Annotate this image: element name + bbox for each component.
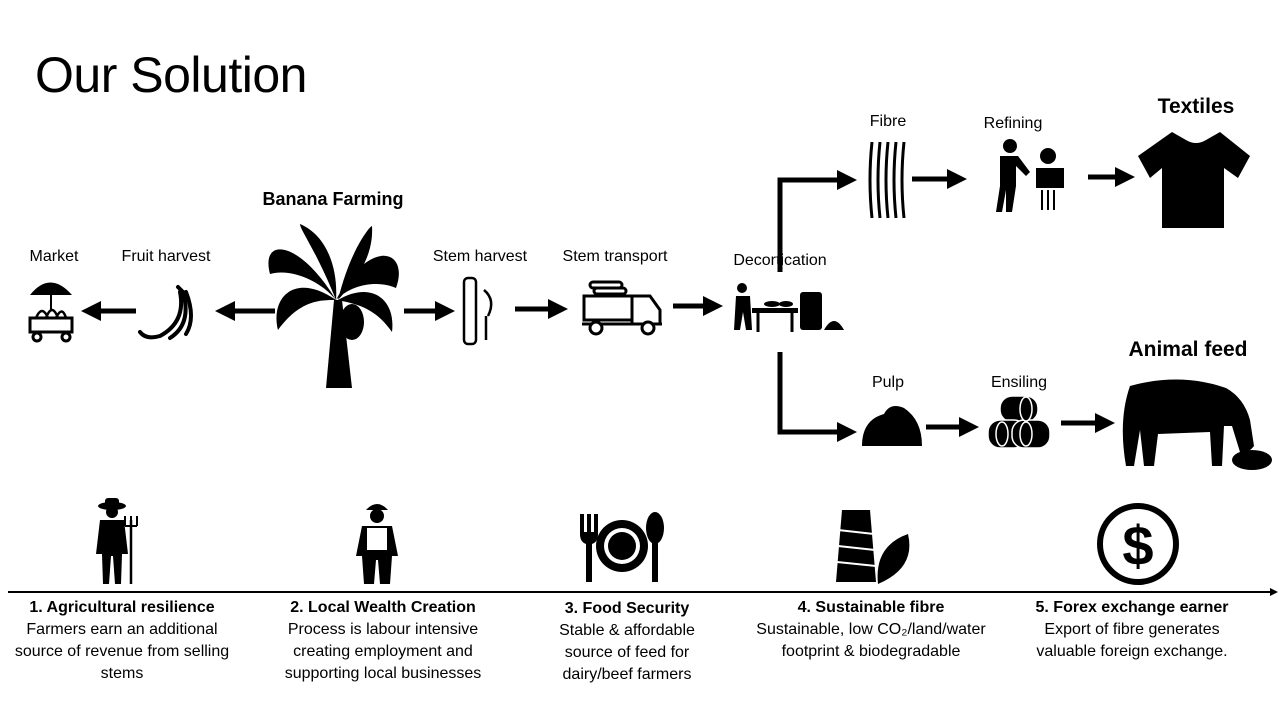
arrow-decortication-to-fibre [777, 170, 857, 272]
worker-icon [356, 504, 398, 584]
benefit-agricultural-resilience: 1. Agricultural resilience Farmers earn … [2, 597, 242, 685]
pulp-label: Pulp [871, 374, 905, 391]
benefit-title: 5. Forex exchange earner [1035, 599, 1229, 616]
benefit-title: 3. Food Security [564, 600, 690, 617]
fibre-leaf-icon [836, 510, 910, 584]
market-label: Market [29, 248, 79, 265]
benefit-description: Process is labour intensive creating emp… [284, 621, 482, 682]
stem-sickle-icon [462, 276, 493, 346]
stem-harvest-label: Stem harvest [432, 248, 528, 265]
farmer-icon [96, 498, 138, 584]
banana-tree-icon [268, 224, 399, 388]
benefit-local-wealth-creation: 2. Local Wealth Creation Process is labo… [263, 597, 503, 685]
page-title: Our Solution [35, 47, 307, 103]
refining-worker-icon [996, 139, 1064, 212]
benefit-description: Stable & affordable source of feed for d… [559, 622, 695, 683]
fibre-label: Fibre [869, 113, 907, 130]
animal-feed-label: Animal feed [1128, 338, 1248, 361]
banana-bunch-icon [138, 285, 193, 340]
benefit-food-security: 3. Food Security Stable & affordable sou… [537, 598, 717, 686]
benefit-description: Export of fibre generates valuable forei… [1036, 621, 1228, 660]
fibre-strands-icon [868, 141, 906, 219]
market-cart-icon [28, 282, 74, 343]
truck-icon [582, 280, 662, 336]
pulp-heap-icon [862, 406, 922, 446]
decortication-machine-icon [734, 283, 844, 332]
benefit-title: 1. Agricultural resilience [29, 599, 215, 616]
fruit-harvest-label: Fruit harvest [121, 248, 211, 265]
benefit-title: 4. Sustainable fibre [797, 599, 945, 616]
benefit-sustainable-fibre: 4. Sustainable fibre Sustainable, low CO… [746, 597, 996, 663]
benefit-description: Farmers earn an additional source of rev… [14, 621, 230, 682]
decortication-label: Decortication [733, 252, 827, 269]
benefit-forex-earner: 5. Forex exchange earner Export of fibre… [1017, 597, 1247, 663]
svg-text:$: $ [1122, 514, 1153, 577]
ensiling-label: Ensiling [990, 374, 1048, 391]
stem-transport-label: Stem transport [562, 248, 668, 265]
tshirt-icon [1138, 132, 1250, 228]
plate-cutlery-icon [580, 512, 664, 582]
arrow-decortication-to-pulp [777, 352, 857, 442]
dollar-icon: $ [1097, 503, 1179, 585]
silage-bales-icon [987, 395, 1051, 449]
refining-label: Refining [983, 115, 1043, 132]
cow-icon [1122, 379, 1272, 470]
benefit-title: 2. Local Wealth Creation [290, 599, 476, 616]
banana-farming-label: Banana Farming [262, 189, 404, 209]
textiles-label: Textiles [1157, 95, 1235, 118]
benefit-description: Sustainable, low CO₂/land/water footprin… [756, 621, 986, 660]
